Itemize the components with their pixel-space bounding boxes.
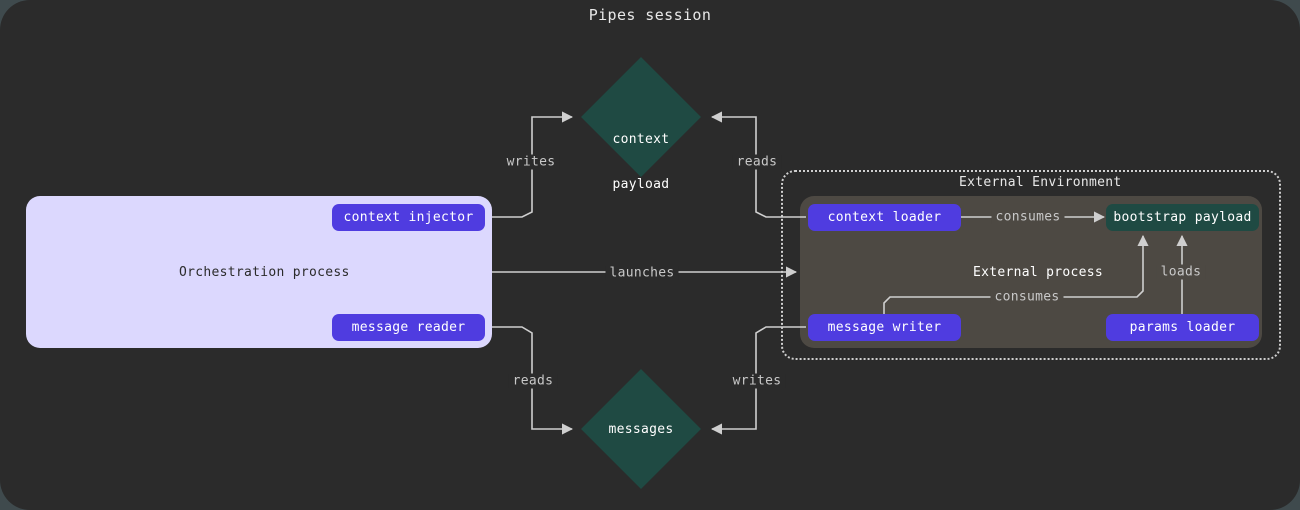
- node-context-loader[interactable]: context loader: [808, 204, 961, 231]
- edge-label-writes-context: writes: [502, 154, 560, 170]
- edge-label-loads: loads: [1156, 264, 1206, 280]
- node-params-loader[interactable]: params loader: [1106, 314, 1259, 341]
- group-label-external-environment: External Environment: [959, 175, 1122, 190]
- page-title: Pipes session: [588, 6, 712, 24]
- node-message-reader[interactable]: message reader: [332, 314, 485, 341]
- node-message-writer[interactable]: message writer: [808, 314, 961, 341]
- node-context-injector[interactable]: context injector: [332, 204, 485, 231]
- diamond-label-messages: messages: [608, 422, 674, 437]
- edge-label-reads-messages: reads: [508, 373, 558, 389]
- edge-label-launches: launches: [605, 265, 679, 281]
- group-label-external-process: External process: [973, 265, 1104, 280]
- diamond-label-context-payload-line1: context: [612, 132, 670, 147]
- node-bootstrap-payload[interactable]: bootstrap payload: [1106, 204, 1259, 231]
- group-external-environment: [781, 170, 1281, 360]
- edge-label-writes-messages: writes: [728, 373, 786, 389]
- edge-label-consumes-context: consumes: [991, 209, 1065, 225]
- diamond-label-context-payload: context payload: [581, 102, 701, 222]
- group-label-orchestration-process: Orchestration process: [179, 265, 350, 280]
- edge-label-consumes-message: consumes: [990, 289, 1064, 305]
- diamond-label-context-payload-line2: payload: [612, 177, 670, 192]
- edge-label-reads-context: reads: [732, 154, 782, 170]
